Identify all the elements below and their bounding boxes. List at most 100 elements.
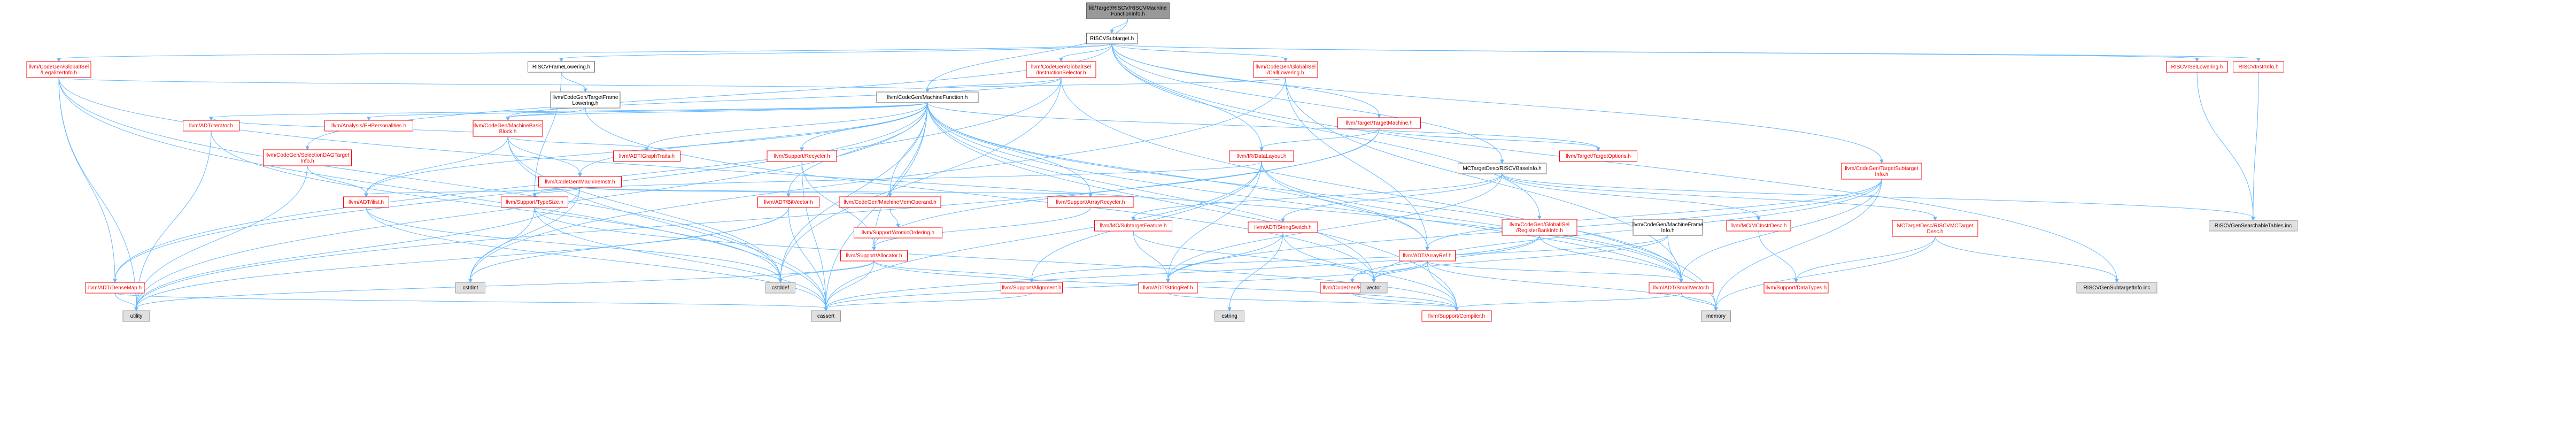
node-label: llvm/ADT/StringRef.h bbox=[1143, 285, 1193, 291]
node-compiler[interactable]: llvm/Support/Compiler.h bbox=[1421, 310, 1492, 322]
node-subtargetfeature[interactable]: llvm/MC/SubtargetFeature.h bbox=[1094, 220, 1172, 232]
edge-arrowhead bbox=[1259, 147, 1264, 152]
node-legalizerinfo[interactable]: llvm/CodeGen/GlobalISel/LegalizerInfo.h bbox=[26, 61, 91, 78]
node-mcinstrdesc[interactable]: llvm/MC/MCInstrDesc.h bbox=[1726, 220, 1791, 232]
node-typesize[interactable]: llvm/Support/TypeSize.h bbox=[501, 196, 568, 208]
node-atomicordering[interactable]: llvm/Support/AtomicOrdering.h bbox=[854, 227, 942, 239]
edge-arrowhead bbox=[778, 279, 783, 283]
edge-densemap-utility bbox=[114, 293, 137, 309]
node-root[interactable]: lib/Target/RISCV/RISCVMachineFunctionInf… bbox=[1086, 2, 1170, 19]
node-mctargetdesc[interactable]: MCTargetDesc/RISCVBaseInfo.h bbox=[1458, 163, 1546, 174]
node-targetmachine[interactable]: llvm/Target/TargetMachine.h bbox=[1337, 117, 1421, 129]
node-datalayout[interactable]: llvm/IR/DataLayout.h bbox=[1229, 150, 1294, 162]
edge-machinefunction-bitvector bbox=[788, 102, 928, 195]
node-targetoptions[interactable]: llvm/Target/TargetOptions.h bbox=[1559, 150, 1637, 162]
node-box bbox=[1337, 117, 1421, 129]
node-densemap[interactable]: llvm/ADT/DenseMap.h bbox=[85, 282, 145, 294]
node-label: lib/Target/RISCV/RISCVMachine bbox=[1089, 5, 1166, 11]
node-datatypes[interactable]: llvm/Support/DataTypes.h bbox=[1763, 282, 1829, 294]
edge-arrowhead bbox=[583, 88, 587, 93]
edge-targetsubtarget-memory bbox=[1715, 179, 1882, 309]
node-box bbox=[324, 120, 413, 132]
node-label: cstddef bbox=[772, 285, 789, 291]
node-allocator[interactable]: llvm/Support/Allocator.h bbox=[840, 250, 908, 262]
node-alignment[interactable]: llvm/Support/Alignment.h bbox=[1001, 282, 1063, 294]
node-instselector[interactable]: llvm/CodeGen/GlobalISel/InstructionSelec… bbox=[1026, 61, 1096, 78]
node-machinememoperand[interactable]: llvm/CodeGen/MachineMemOperand.h bbox=[839, 196, 941, 208]
node-label: memory bbox=[1706, 313, 1726, 319]
edge-riscvmctargetdesc-subtargetinfo bbox=[1935, 236, 2117, 280]
node-utility[interactable]: utility bbox=[122, 310, 150, 322]
node-subtarget[interactable]: RISCVSubtarget.h bbox=[1086, 33, 1138, 44]
dependency-nodes: lib/Target/RISCV/RISCVMachineFunctionInf… bbox=[26, 2, 2297, 322]
node-stringswitch[interactable]: llvm/ADT/StringSwitch.h bbox=[1248, 221, 1318, 233]
edge-machinebasicblock-cstddef bbox=[507, 136, 781, 280]
node-arrayrecycler[interactable]: llvm/Support/ArrayRecycler.h bbox=[1047, 196, 1134, 208]
edge-arrowhead bbox=[1425, 247, 1429, 251]
node-cstddef[interactable]: cstddef bbox=[765, 282, 795, 294]
node-ilist[interactable]: llvm/ADT/ilist.h bbox=[343, 196, 389, 208]
edge-subtargetfeature-vector bbox=[1133, 231, 1374, 280]
node-calllowering[interactable]: llvm/CodeGen/GlobalISel/CallLowering.h bbox=[1253, 61, 1318, 78]
node-label: cstring bbox=[1221, 313, 1237, 319]
node-machinefunction[interactable]: llvm/CodeGen/MachineFunction.h bbox=[876, 91, 979, 103]
edge-arrowhead bbox=[2251, 217, 2255, 221]
node-memory[interactable]: memory bbox=[1701, 310, 1731, 322]
node-stringref[interactable]: llvm/ADT/StringRef.h bbox=[1138, 282, 1198, 294]
node-label: llvm/ADT/ArrayRef.h bbox=[1403, 253, 1451, 259]
node-box bbox=[1360, 282, 1388, 294]
node-label: /RegisterBankInfo.h bbox=[1516, 228, 1563, 234]
node-label: llvm/ADT/SmallVector.h bbox=[1653, 285, 1709, 291]
node-cstring[interactable]: cstring bbox=[1214, 310, 1244, 322]
edge-machinefunction-allocator bbox=[873, 102, 928, 248]
node-vector[interactable]: vector bbox=[1360, 282, 1388, 294]
edge-arrowhead bbox=[896, 224, 900, 228]
edge-machinebasicblock-machineinstr bbox=[507, 136, 581, 174]
edge-framelowering-targetframe bbox=[561, 72, 586, 90]
node-box bbox=[613, 150, 680, 162]
edge-arrowhead bbox=[209, 117, 213, 121]
edge-calllowering-arrayref bbox=[1285, 77, 1428, 248]
node-box bbox=[1001, 282, 1063, 294]
node-label: llvm/CodeGen/GlobalISel bbox=[1510, 222, 1569, 228]
node-label: /InstructionSelector.h bbox=[1036, 70, 1086, 76]
node-isellowering[interactable]: RISCVISelLowering.h bbox=[2166, 61, 2228, 73]
node-smallvector[interactable]: llvm/ADT/SmallVector.h bbox=[1649, 282, 1714, 294]
node-bitvector[interactable]: llvm/ADT/BitVector.h bbox=[757, 196, 819, 208]
node-cstdint[interactable]: cstdint bbox=[455, 282, 485, 294]
node-graphtraits[interactable]: llvm/ADT/GraphTraits.h bbox=[613, 150, 680, 162]
edge-recycler-cassert bbox=[801, 161, 826, 309]
node-label: /CallLowering.h bbox=[1267, 70, 1304, 76]
node-label: llvm/Support/AtomicOrdering.h bbox=[862, 230, 934, 236]
edge-register-compiler bbox=[1352, 293, 1457, 309]
node-ehpersonalities[interactable]: llvm/Analysis/EHPersonalities.h bbox=[324, 120, 413, 132]
edge-subtargetfeature-stringref bbox=[1133, 231, 1169, 280]
node-framelowering[interactable]: RISCVFrameLowering.h bbox=[528, 61, 595, 73]
node-registerbankinfo[interactable]: llvm/CodeGen/GlobalISel/RegisterBankInfo… bbox=[1502, 219, 1577, 236]
edge-datalayout-typesize bbox=[534, 161, 1262, 195]
node-iterator[interactable]: llvm/ADT/iterator.h bbox=[183, 120, 239, 132]
edge-subtarget-datalayout bbox=[1111, 43, 1262, 149]
node-label: llvm/CodeGen/TargetFrame bbox=[553, 95, 618, 101]
edge-machinefunction-smallvector bbox=[927, 102, 1682, 280]
edge-mctargetdesc-mcinstrdesc bbox=[1502, 173, 1759, 218]
node-arrayref[interactable]: llvm/ADT/ArrayRef.h bbox=[1399, 250, 1456, 262]
node-recycler[interactable]: llvm/Support/Recycler.h bbox=[767, 150, 837, 162]
node-instrinfo[interactable]: RISCVInstrInfo.h bbox=[2233, 61, 2284, 73]
node-label: llvm/CodeGen/TargetSubtarget bbox=[1845, 166, 1919, 172]
node-machineinstr[interactable]: llvm/CodeGen/MachineInstr.h bbox=[538, 176, 622, 188]
node-searchabletables[interactable]: RISCVGenSearchableTables.inc bbox=[2209, 220, 2297, 232]
node-box bbox=[1248, 221, 1318, 233]
edge-stringswitch-compiler bbox=[1282, 232, 1457, 309]
node-subtargetinfo[interactable]: RISCVGenSubtargetInfo.inc bbox=[2076, 282, 2157, 294]
edge-instselector-memory bbox=[1061, 77, 1716, 309]
edge-arrowhead bbox=[367, 117, 371, 121]
node-cassert[interactable]: cassert bbox=[811, 310, 841, 322]
